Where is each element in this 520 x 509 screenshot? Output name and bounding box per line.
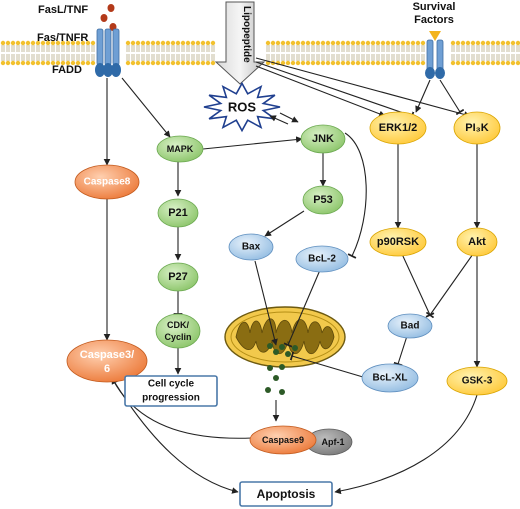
cytochrome-c-dots (265, 364, 285, 395)
svg-text:BcL-2: BcL-2 (308, 254, 336, 265)
svg-text:JNK: JNK (312, 133, 334, 145)
svg-text:CDK/: CDK/ (167, 320, 189, 330)
svg-text:P27: P27 (168, 271, 188, 283)
svg-text:Apf-1: Apf-1 (322, 437, 345, 447)
cell-membrane (0, 40, 520, 66)
node-p90rsk: p90RSK (369, 227, 427, 257)
survival-factor-receptor (425, 31, 445, 79)
svg-text:P21: P21 (168, 207, 188, 219)
node-bclxl: BcL-XL (361, 363, 419, 393)
node-bad: Bad (387, 313, 433, 339)
node-cdk-cyclin: CDK/ Cyclin (155, 313, 201, 349)
node-apoptosis: Apoptosis (239, 481, 333, 507)
node-pi3k: PI₃K (453, 111, 501, 145)
pathway-arrows (103, 57, 481, 495)
ros-label: ROS (228, 100, 257, 115)
node-bcl2: BcL-2 (295, 245, 349, 273)
svg-text:Bad: Bad (401, 321, 420, 332)
svg-text:Apoptosis: Apoptosis (257, 487, 316, 501)
node-caspase36: Caspase3/ 6 (66, 339, 148, 383)
survival-label-line2: Factors (414, 14, 454, 26)
svg-text:progression: progression (142, 393, 200, 404)
svg-text:Caspase3/: Caspase3/ (80, 349, 134, 361)
node-jnk: JNK (300, 124, 346, 154)
fas-tnfr-label: Fas/TNFR (37, 32, 88, 44)
svg-text:6: 6 (104, 363, 110, 375)
svg-text:ERK1/2: ERK1/2 (379, 122, 418, 134)
fasl-tnf-label: FasL/TNF (38, 4, 88, 16)
fas-receptor (95, 28, 121, 77)
svg-text:GSK-3: GSK-3 (462, 376, 493, 387)
svg-text:P53: P53 (313, 194, 333, 206)
node-akt: Akt (456, 227, 498, 257)
ros-burst: ROS (203, 81, 281, 133)
survival-label-line1: Survival (413, 1, 456, 13)
svg-text:MAPK: MAPK (167, 144, 194, 154)
svg-text:Caspase9: Caspase9 (262, 435, 304, 445)
svg-text:BcL-XL: BcL-XL (373, 373, 408, 384)
fasl-ligand-dots (100, 4, 117, 31)
node-p53: P53 (302, 185, 344, 215)
svg-text:Akt: Akt (468, 236, 486, 248)
svg-text:Cell cycle: Cell cycle (148, 379, 195, 390)
node-mapk: MAPK (156, 135, 204, 163)
svg-text:p90RSK: p90RSK (377, 236, 419, 248)
node-bax: Bax (228, 233, 274, 261)
svg-text:Cyclin: Cyclin (164, 332, 191, 342)
svg-text:PI₃K: PI₃K (465, 122, 488, 134)
node-caspase9: Caspase9 (249, 425, 317, 455)
node-caspase8: Caspase8 (74, 164, 140, 200)
node-p27: P27 (157, 262, 199, 292)
svg-text:Caspase8: Caspase8 (84, 177, 131, 188)
mitochondrion (224, 306, 346, 368)
fadd-label: FADD (52, 64, 82, 76)
node-gsk3: GSK-3 (446, 366, 508, 396)
node-p21: P21 (157, 198, 199, 228)
node-erk: ERK1/2 (369, 111, 427, 145)
node-cell-cycle-progression: Cell cycle progression (124, 375, 218, 407)
lipopeptide-label: Lipopeptide (241, 6, 252, 63)
lipopeptide-arrow: Lipopeptide (214, 1, 266, 85)
svg-text:Bax: Bax (242, 242, 261, 253)
